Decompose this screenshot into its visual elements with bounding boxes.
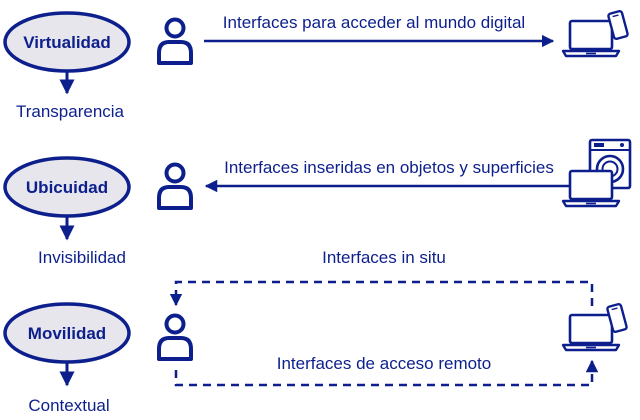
person-icon: [157, 17, 193, 65]
concept-label-ubicuidad: Ubicuidad: [26, 178, 108, 197]
arrow-label-in-situ: Interfaces in situ: [322, 248, 446, 267]
result-label-transparencia: Transparencia: [16, 102, 125, 121]
arrow-label-virtualidad: Interfaces para acceder al mundo digital: [223, 13, 525, 32]
concept-label-movilidad: Movilidad: [28, 324, 106, 343]
dashed-arrow-in-situ: [169, 280, 594, 307]
arrow-label-ubicuidad: Interfaces inseridas en objetos y superf…: [224, 158, 554, 177]
laptop-icon: [561, 169, 621, 208]
person-icon: [157, 313, 193, 361]
dashed-arrow-acceso-remoto: [174, 359, 599, 387]
result-label-invisibilidad: Invisibilidad: [38, 248, 126, 267]
concept-label-virtualidad: Virtualidad: [23, 33, 111, 52]
person-icon: [157, 162, 193, 210]
result-label-contextual: Contextual: [28, 396, 109, 415]
arrow-label-acceso-remoto: Interfaces de acceso remoto: [277, 354, 492, 373]
